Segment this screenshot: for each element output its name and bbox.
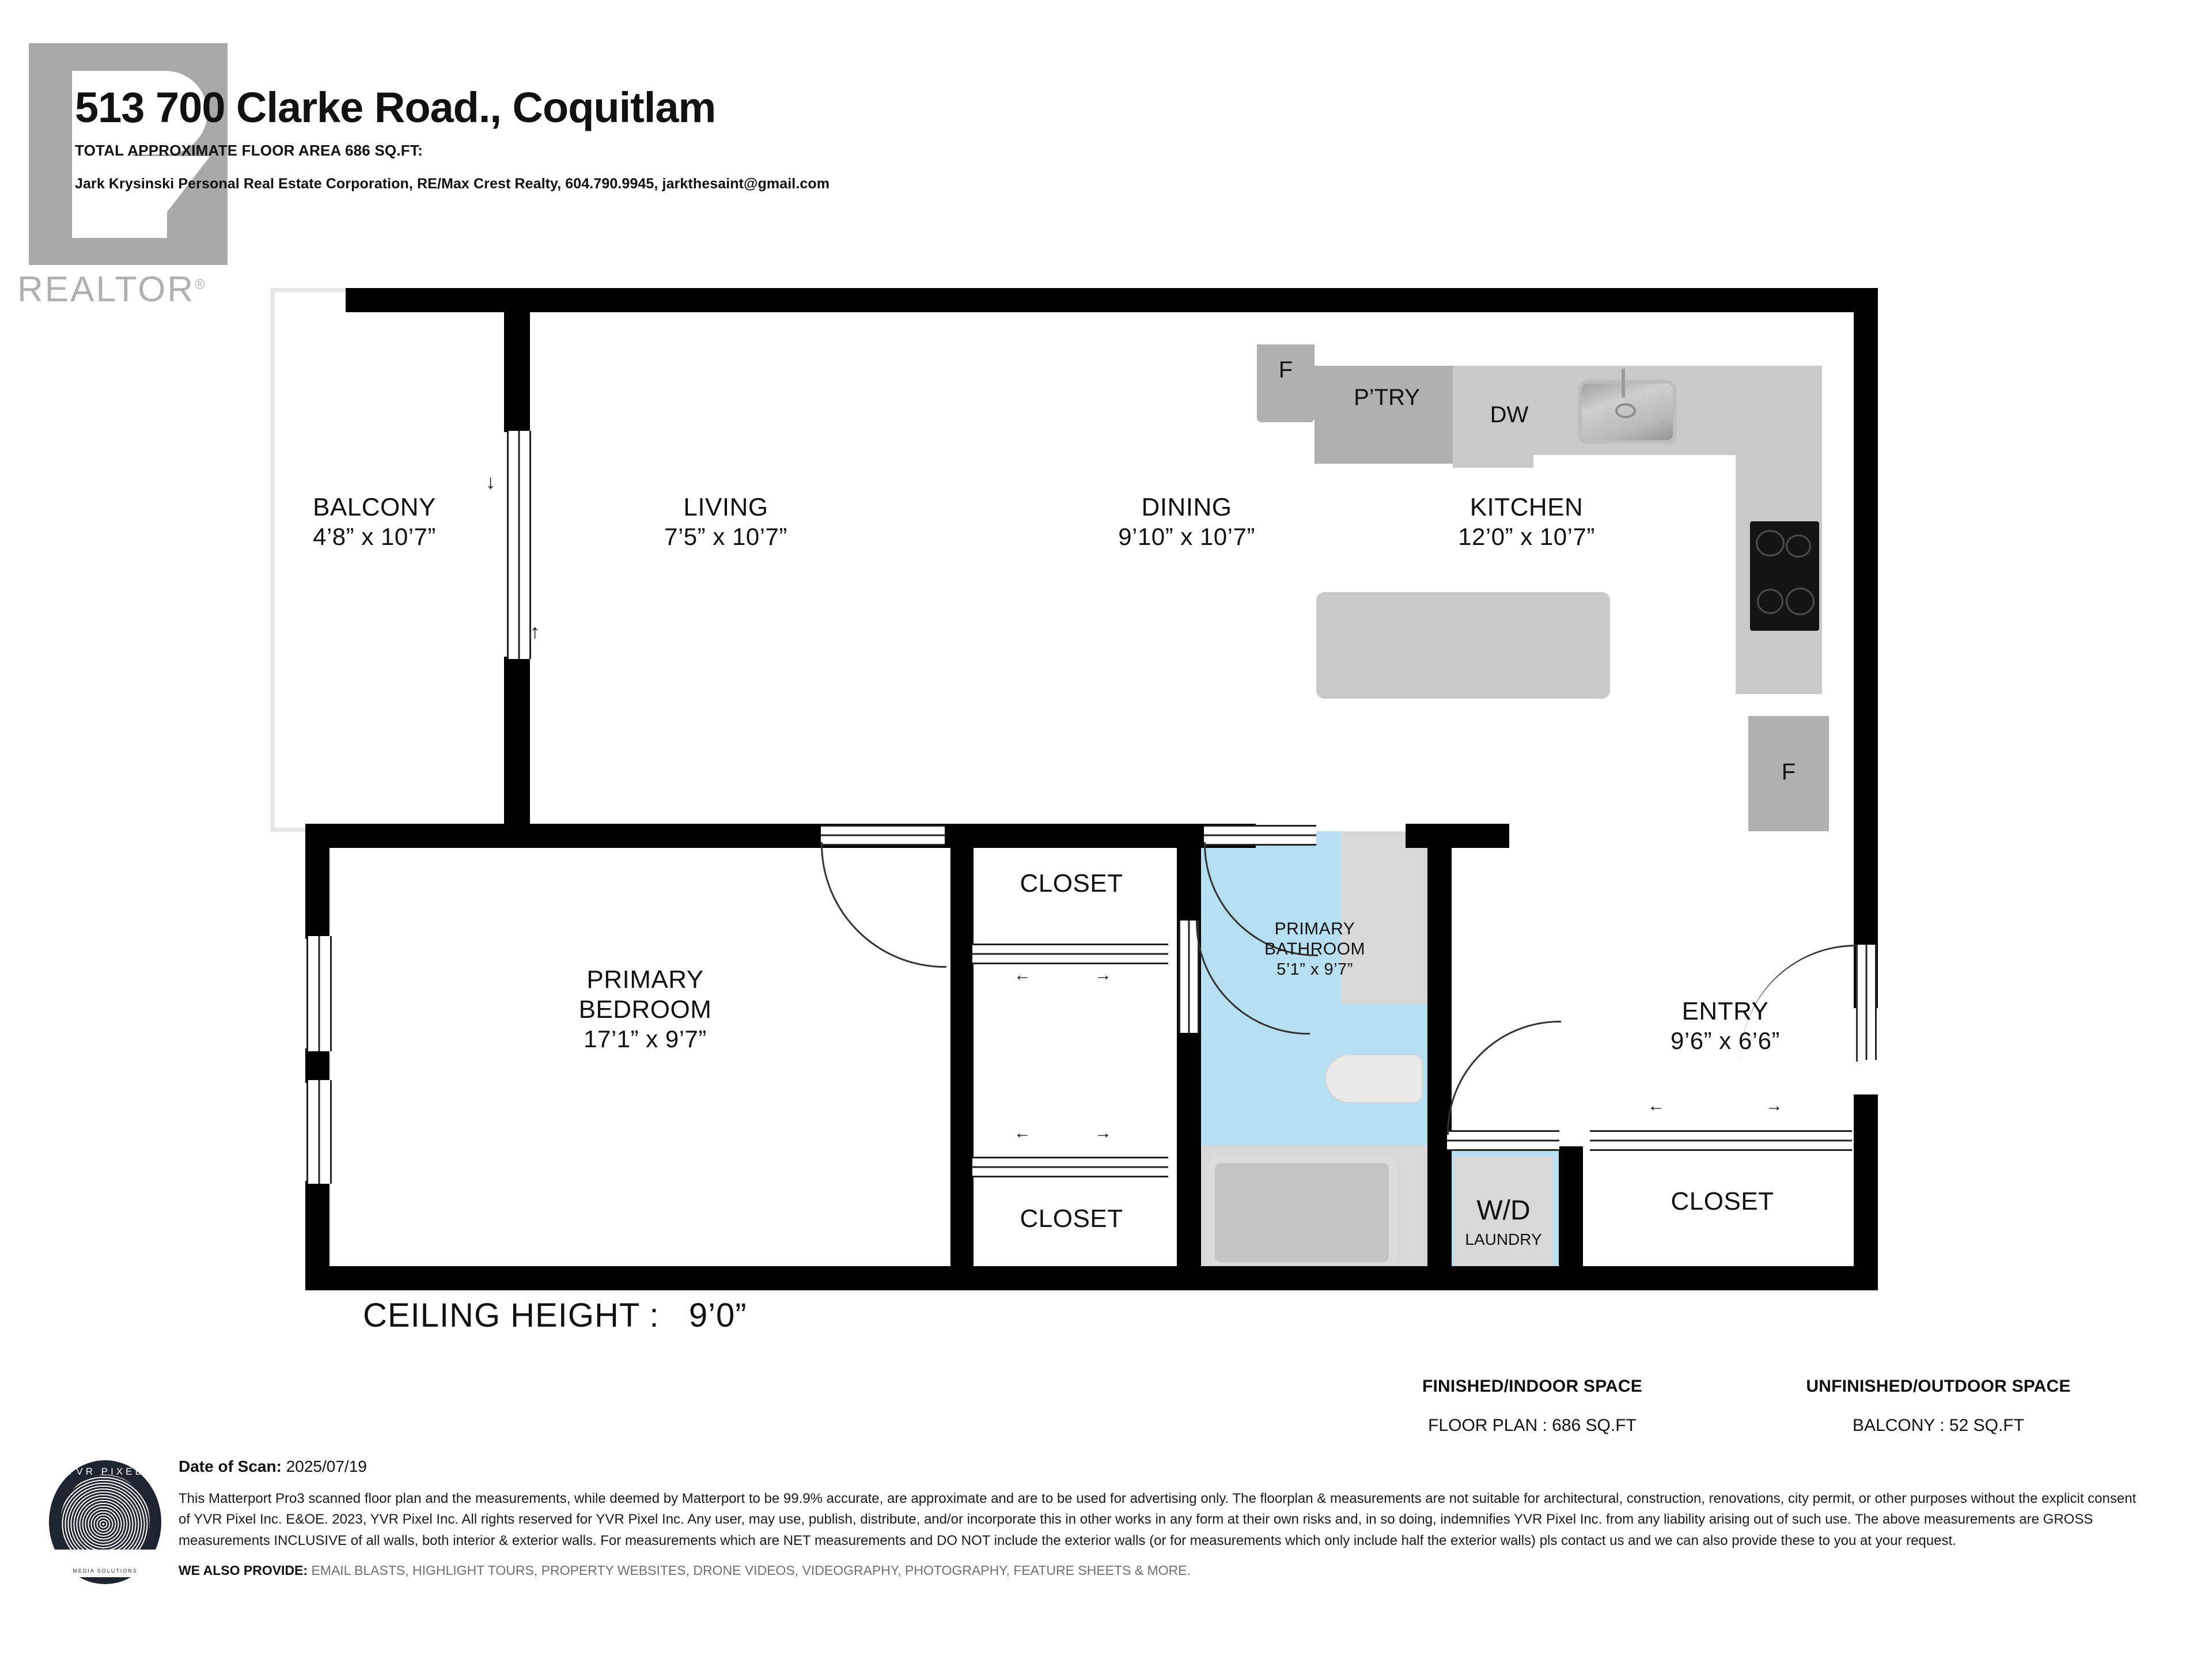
wall-right-exterior <box>1854 288 1878 1008</box>
wall-bath-entry-divider-top <box>1406 824 1509 848</box>
page-title: 513 700 Clarke Road., Coquitlam <box>75 84 716 131</box>
window-bedroom-1[interactable] <box>306 936 332 1051</box>
indoor-space-column: FINISHED/INDOOR SPACE FLOOR PLAN : 686 S… <box>1371 1377 1694 1435</box>
wall-left-exterior-b <box>305 1048 329 1083</box>
wall-bedroom-closet-low <box>950 1178 974 1290</box>
cooktop-burner-1 <box>1756 530 1785 556</box>
fridge-right-label: F <box>1781 759 1796 785</box>
pantry-label: P’TRY <box>1354 384 1420 410</box>
yvr-pixel-logo: YVR PIXEL MEDIA SOLUTIONS <box>49 1460 161 1584</box>
dining-table <box>1316 592 1610 699</box>
indoor-space-value: FLOOR PLAN : 686 SQ.FT <box>1428 1416 1637 1435</box>
we-also-provide-label: WE ALSO PROVIDE: <box>179 1563 308 1578</box>
we-also-provide-line: WE ALSO PROVIDE: EMAIL BLASTS, HIGHLIGHT… <box>179 1563 2149 1578</box>
toilet <box>1325 1054 1423 1103</box>
closet-bottom-sliding-door[interactable] <box>972 1157 1168 1177</box>
sliding-door-arrow-up: ↑ <box>530 621 540 643</box>
bathtub <box>1207 1155 1397 1270</box>
pantry-cabinet <box>1315 366 1453 464</box>
wall-top-exterior <box>346 288 1878 312</box>
room-label-living: LIVING 7’5” x 10’7” <box>664 493 787 550</box>
laundry-label-main: W/D <box>1476 1195 1531 1226</box>
entry-closet-arrow-right: → <box>1766 1096 1783 1115</box>
wall-closet-top-bottom <box>950 944 974 968</box>
entry-closet-arrow-left: ← <box>1647 1096 1665 1115</box>
wall-living-bedroom-divider <box>305 824 1256 848</box>
outdoor-space-column: UNFINISHED/OUTDOOR SPACE BALCONY : 52 SQ… <box>1751 1377 2126 1435</box>
room-label-primary-bedroom: PRIMARY BEDROOM 17’1” x 9’7” <box>578 965 712 1052</box>
kitchen-sink-drain <box>1615 403 1636 418</box>
dishwasher-label: DW <box>1490 402 1529 427</box>
sliding-door-balcony[interactable] <box>507 431 531 659</box>
closet-top-sliding-door[interactable] <box>972 944 1168 964</box>
header: 513 700 Clarke Road., Coquitlam TOTAL AP… <box>75 86 1573 192</box>
wall-bathroom-right <box>1427 824 1452 1146</box>
yvr-logo-bottom-text: MEDIA SOLUTIONS <box>73 1568 138 1574</box>
room-label-entry: ENTRY 9’6” x 6’6” <box>1671 997 1780 1054</box>
wall-bathroom-right-low <box>1427 1146 1452 1290</box>
room-label-primary-bathroom: PRIMARY BATHROOM 5’1” x 9’7” <box>1264 919 1366 979</box>
fridge-top-label: F <box>1278 357 1293 382</box>
cooktop-burner-4 <box>1786 588 1815 615</box>
wall-bedroom-closet-mid <box>950 968 974 1181</box>
sliding-door-arrow-down: ↓ <box>486 471 495 493</box>
fridge-right <box>1748 716 1829 831</box>
ceiling-height-label: CEILING HEIGHT : <box>363 1297 660 1334</box>
room-label-kitchen: KITCHEN 12’0” x 10’7” <box>1458 493 1595 550</box>
ceiling-height-value: 9’0” <box>688 1297 747 1334</box>
wall-balcony-divider-lower <box>504 657 530 830</box>
kitchen-faucet <box>1622 369 1625 397</box>
window-bedroom-2[interactable] <box>306 1080 332 1184</box>
agent-contact-line: Jark Krysinski Personal Real Estate Corp… <box>75 176 830 192</box>
room-label-dining: DINING 9’10” x 10’7” <box>1118 493 1255 550</box>
footer: Date of Scan: 2025/07/19 This Matterport… <box>179 1457 2149 1578</box>
room-label-balcony: BALCONY 4’8” x 10’7” <box>313 493 436 550</box>
wall-left-exterior-c <box>305 1181 329 1290</box>
yvr-logo-top-text: YVR PIXEL <box>67 1466 143 1477</box>
realtor-logo: REALTOR® <box>17 43 248 331</box>
scan-date-label: Date of Scan: <box>179 1457 282 1475</box>
room-label-closet-bedroom-top: CLOSET <box>1020 869 1123 897</box>
fridge-top <box>1257 344 1315 422</box>
realtor-wordmark: REALTOR® <box>17 270 207 309</box>
closet-bottom-arrow-right: → <box>1094 1123 1112 1142</box>
ceiling-height: CEILING HEIGHT : 9’0” <box>363 1296 747 1335</box>
wall-closet-bathroom <box>1177 824 1201 1290</box>
room-label-closet-entry: CLOSET <box>1671 1187 1774 1215</box>
total-floor-area-label: TOTAL APPROXIMATE FLOOR AREA 686 SQ.FT: <box>75 142 423 159</box>
scan-date-value: 2025/07/19 <box>286 1457 367 1475</box>
entry-closet-sliding-door[interactable] <box>1590 1130 1852 1151</box>
laundry-label-sub: LAUNDRY <box>1465 1230 1542 1248</box>
door-bathroom-side-frame[interactable] <box>1179 921 1199 1033</box>
bathroom-shower-vanity <box>1341 831 1429 1004</box>
outdoor-space-header: UNFINISHED/OUTDOOR SPACE <box>1806 1377 2071 1396</box>
indoor-space-header: FINISHED/INDOOR SPACE <box>1422 1377 1642 1396</box>
closet-bottom-arrow-left: ← <box>1014 1123 1031 1142</box>
lower-floor-fill <box>305 824 1872 1290</box>
dishwasher-front <box>1453 455 1533 468</box>
door-entry-frame[interactable] <box>1856 945 1877 1060</box>
washer-dryer-unit <box>1454 1157 1553 1275</box>
wall-bottom-exterior <box>305 1266 1878 1290</box>
wall-closet-bottom-top <box>950 1154 974 1178</box>
wall-laundry-right <box>1559 1146 1583 1290</box>
we-also-provide-value: EMAIL BLASTS, HIGHLIGHT TOURS, PROPERTY … <box>311 1563 1191 1578</box>
room-label-closet-bedroom-bottom: CLOSET <box>1020 1205 1123 1233</box>
disclaimer-text: This Matterport Pro3 scanned floor plan … <box>179 1491 2137 1548</box>
cooktop-burner-3 <box>1757 589 1783 614</box>
outdoor-space-value: BALCONY : 52 SQ.FT <box>1853 1416 2024 1435</box>
wall-balcony-divider-upper <box>504 288 530 432</box>
cooktop-burner-2 <box>1786 535 1811 558</box>
wall-right-exterior-lower <box>1854 1094 1878 1290</box>
closet-top-arrow-left: ← <box>1014 965 1031 984</box>
scan-date-line: Date of Scan: 2025/07/19 <box>179 1457 2149 1476</box>
realtor-r-icon <box>29 43 228 265</box>
closet-top-arrow-right: → <box>1094 965 1112 984</box>
